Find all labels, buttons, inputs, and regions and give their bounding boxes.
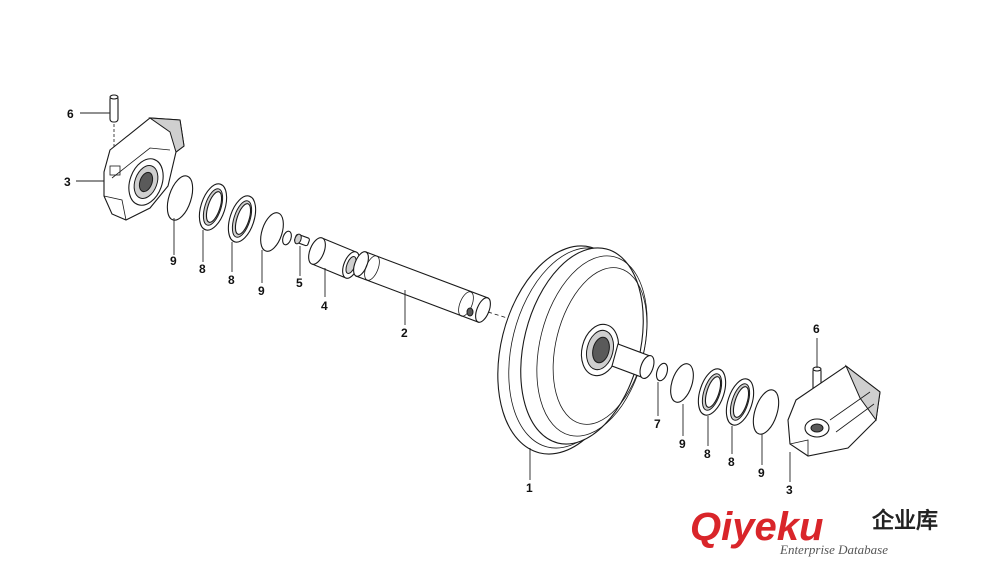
right-o-ring-b xyxy=(752,389,780,435)
left-pin xyxy=(109,94,119,165)
watermark-logo: Qiyeku 企业库 Enterprise Database xyxy=(690,505,938,557)
callout-9-a: 9 xyxy=(170,254,177,268)
left-seal-b xyxy=(227,195,257,243)
left-bracket-assembly xyxy=(103,94,185,221)
callout-5: 5 xyxy=(296,276,303,290)
right-bracket-assembly xyxy=(787,364,881,457)
callout-3-right: 3 xyxy=(786,483,793,497)
callout-7: 7 xyxy=(654,417,661,431)
callout-8-a: 8 xyxy=(199,262,206,276)
callout-9-d: 9 xyxy=(758,466,765,480)
left-bracket xyxy=(103,117,185,221)
left-o-ring-outer xyxy=(166,175,194,221)
callout-8-c: 8 xyxy=(704,447,711,461)
callout-3-left: 3 xyxy=(64,175,71,189)
callout-6-left: 6 xyxy=(67,107,74,121)
bushing xyxy=(308,237,360,279)
callout-6-right: 6 xyxy=(813,322,820,336)
left-seal-a xyxy=(198,183,228,231)
watermark-tagline: Enterprise Database xyxy=(779,542,888,557)
right-seal-a xyxy=(697,368,727,416)
right-seal-b xyxy=(725,378,755,426)
leader-lines xyxy=(76,112,818,482)
right-small-o-ring xyxy=(655,362,669,382)
callout-1: 1 xyxy=(526,481,533,495)
shaft xyxy=(353,251,521,323)
watermark-brand-cn: 企业库 xyxy=(871,508,938,534)
watermark-brand: Qiyeku xyxy=(690,505,823,549)
plug xyxy=(294,233,310,247)
callouts: 6 3 9 8 8 9 5 4 2 1 7 9 8 8 9 6 3 xyxy=(64,107,820,497)
callout-9-b: 9 xyxy=(258,284,265,298)
callout-9-c: 9 xyxy=(679,437,686,451)
left-o-ring-inner xyxy=(260,212,292,252)
right-o-ring-a xyxy=(670,363,694,403)
idler-wheel xyxy=(497,245,655,455)
callout-8-b: 8 xyxy=(228,273,235,287)
callout-2: 2 xyxy=(401,326,408,340)
right-bracket xyxy=(787,364,881,457)
callout-8-d: 8 xyxy=(728,455,735,469)
callout-4: 4 xyxy=(321,299,328,313)
